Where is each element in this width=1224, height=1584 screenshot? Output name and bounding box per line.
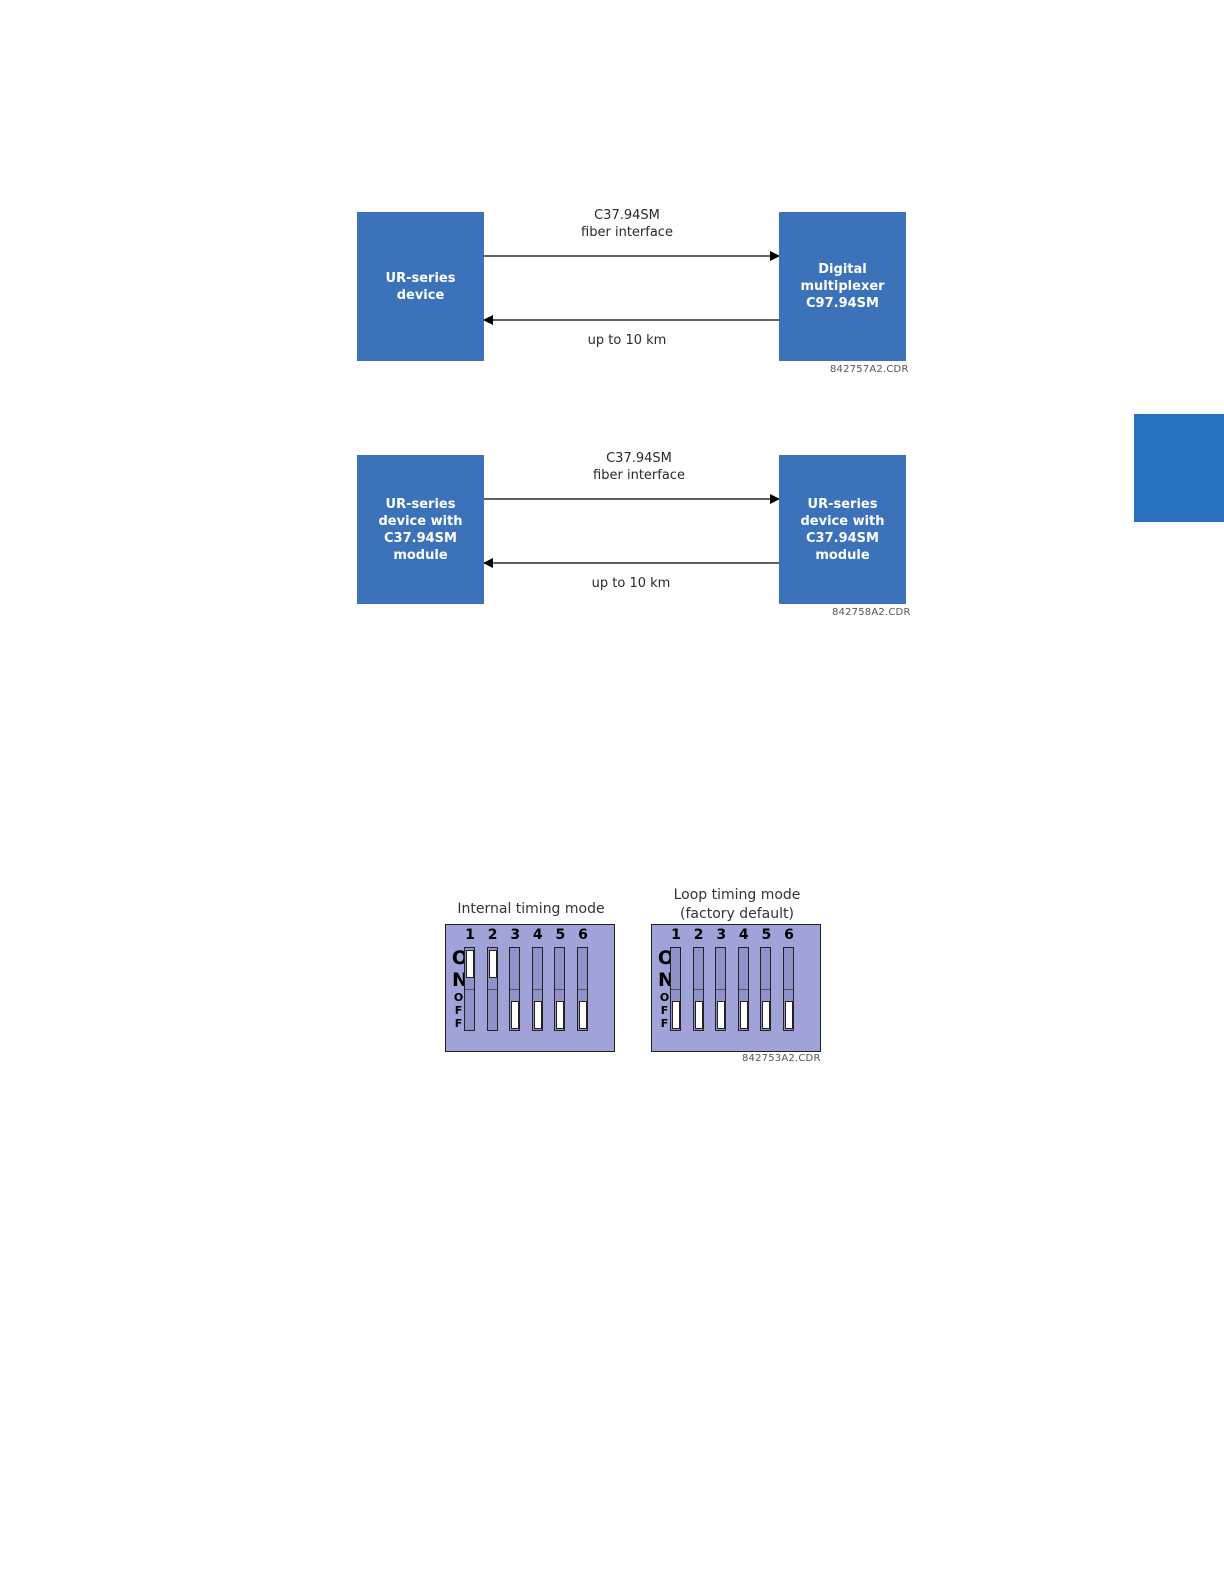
switch-number: 4 [532, 927, 543, 943]
off-label: OFF [452, 991, 465, 1030]
switch-knob [533, 1001, 542, 1029]
dip-switch-2[interactable] [692, 947, 704, 1031]
switch-knob [556, 1001, 565, 1029]
d1-multiplexer-box: Digital multiplexer C97.94SM [779, 212, 906, 361]
switch-number: 2 [693, 927, 704, 943]
dip-switch-1[interactable] [670, 947, 681, 1031]
dip-switch-2[interactable] [486, 947, 498, 1031]
switch-number: 1 [465, 927, 475, 943]
switch-number: 3 [716, 927, 727, 943]
switch-number: 5 [761, 927, 772, 943]
d1-drawing-code: 842757A2.CDR [830, 364, 909, 375]
switch-number: 5 [555, 927, 566, 943]
d2-right-device-box: UR-series device with C37.94SM module [779, 455, 906, 604]
chapter-side-tab [1134, 414, 1224, 522]
dip-switch-5[interactable] [554, 947, 566, 1031]
switch-knob [579, 1001, 587, 1029]
dip-switch-4[interactable] [531, 947, 543, 1031]
dip-switch-6[interactable] [783, 947, 794, 1031]
switch-number: 1 [671, 927, 681, 943]
dip-switch-1[interactable] [464, 947, 475, 1031]
switch-number: 2 [487, 927, 498, 943]
dip-drawing-code: 842753A2.CDR [742, 1053, 821, 1064]
switch-number: 6 [578, 927, 588, 943]
switch-knob [511, 1001, 520, 1029]
switch-knob [739, 1001, 748, 1029]
switch-knob [785, 1001, 793, 1029]
switch-knob [672, 1001, 680, 1029]
d2-left-device-box: UR-series device with C37.94SM module [357, 455, 484, 604]
dip-switch-3[interactable] [715, 947, 727, 1031]
switch-knob [488, 950, 497, 978]
d1-ur-device-box: UR-series device [357, 212, 484, 361]
switch-number: 4 [738, 927, 749, 943]
switch-knob [717, 1001, 726, 1029]
dip-switch-6[interactable] [577, 947, 588, 1031]
internal-mode-title: Internal timing mode [457, 901, 605, 917]
dip-switch-4[interactable] [737, 947, 749, 1031]
switch-knob [466, 950, 474, 978]
off-label: OFF [658, 991, 671, 1030]
loop-mode-title: Loop timing mode (factory default) [673, 887, 801, 922]
dip-switch-3[interactable] [509, 947, 521, 1031]
dip-switch-5[interactable] [760, 947, 772, 1031]
switch-knob [762, 1001, 771, 1029]
d2-distance-label: up to 10 km [591, 576, 671, 591]
d1-interface-label: C37.94SM fiber interface [581, 208, 673, 240]
d2-drawing-code: 842758A2.CDR [832, 607, 911, 618]
switch-number: 3 [510, 927, 521, 943]
switch-number: 6 [784, 927, 794, 943]
d2-interface-label: C37.94SM fiber interface [593, 451, 685, 483]
switch-knob [694, 1001, 703, 1029]
d1-distance-label: up to 10 km [587, 333, 667, 348]
